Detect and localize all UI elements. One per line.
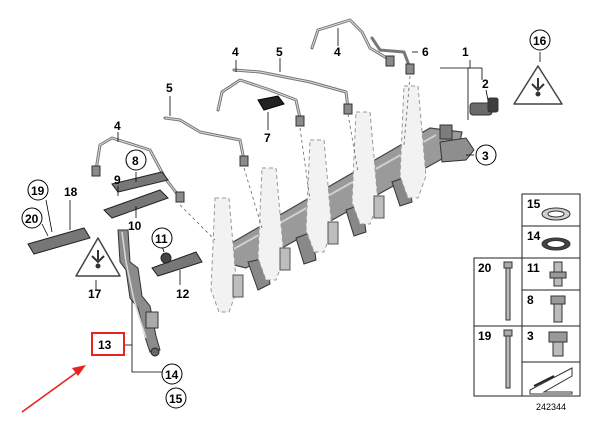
callout-label: 20 (25, 212, 39, 226)
parts-table (473, 193, 581, 397)
callout-label: 17 (88, 287, 102, 301)
table-cell-label: 11 (527, 261, 540, 275)
highlight-arrow-icon (21, 365, 86, 413)
bracket-parts (27, 171, 203, 277)
callout-label: 9 (114, 173, 121, 187)
callout-label: 4 (114, 119, 121, 133)
callout-label: 18 (64, 185, 78, 199)
callout-label: 11 (155, 232, 168, 246)
callout-label: 12 (176, 287, 190, 301)
table-cell-label: 3 (527, 329, 534, 343)
table-cell-label: 14 (527, 229, 541, 243)
callout-label: 10 (128, 219, 142, 233)
callout-label: 1 (462, 45, 469, 59)
callout-label: 19 (31, 184, 45, 198)
callout-label: 2 (482, 77, 489, 91)
callout-label: 16 (533, 34, 547, 48)
fuel-rail-illustration (91, 18, 499, 313)
table-cell-label: 20 (478, 261, 492, 275)
callout-label: 4 (232, 45, 239, 59)
reference-number: 242344 (536, 402, 566, 412)
callout-label: 5 (276, 45, 283, 59)
table-cell-label: 19 (478, 329, 492, 343)
callout-label: 6 (422, 45, 429, 59)
callout-label: 15 (169, 392, 183, 406)
callout-label: 13 (98, 338, 112, 352)
injector-illustration (117, 229, 161, 357)
warning-triangle-icon (513, 65, 563, 105)
warning-triangle-icon (75, 237, 121, 277)
parts-table-illustrations (503, 207, 573, 395)
callout-label: 5 (166, 81, 173, 95)
callout-label: 4 (334, 45, 341, 59)
callout-label: 14 (165, 368, 179, 382)
table-cell-label: 8 (527, 293, 534, 307)
callout-label: 3 (482, 149, 489, 163)
highlighted-callout-13: 13 (91, 332, 125, 356)
callout-label: 7 (264, 131, 271, 145)
table-cell-label: 15 (527, 197, 541, 211)
parts-table-labels: 15 14 20 11 8 19 3 (478, 197, 541, 343)
leader-lines (41, 28, 541, 373)
callout-labels: 1 2 3 4 4 4 5 5 6 7 8 9 10 11 12 14 15 1… (21, 29, 551, 409)
callout-label: 8 (132, 154, 139, 168)
